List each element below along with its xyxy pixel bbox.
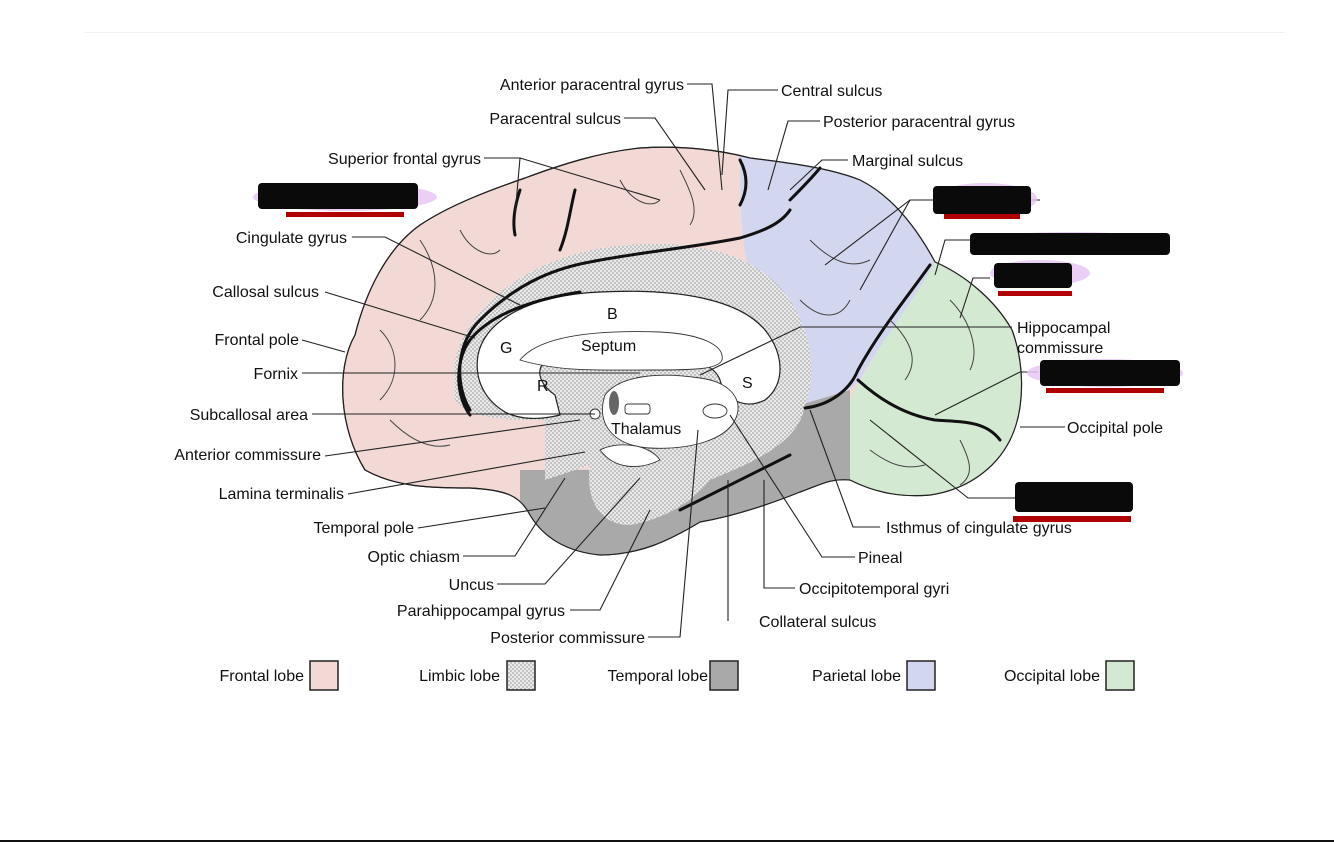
label-r: R (537, 378, 549, 395)
corpus-callosum (476, 290, 781, 467)
legend-label-parietal-lobe: Parietal lobe (812, 668, 901, 685)
collateral-sulcus-line (678, 453, 792, 512)
label-hippocampal-commissure-line1: Hippocampal (1017, 320, 1110, 337)
pineal-mark (702, 403, 728, 419)
label-superior-frontal-gyrus: Superior frontal gyrus (328, 151, 481, 168)
label-marginal-sulcus: Marginal sulcus (852, 153, 963, 170)
label-lamina-terminalis: Lamina terminalis (219, 486, 344, 503)
callosal-sulcus-line (457, 290, 582, 417)
label-frontal-pole: Frontal pole (215, 332, 300, 349)
label-thalamus: Thalamus (611, 421, 681, 438)
label-b: B (607, 306, 618, 323)
brainstem-mark (599, 444, 661, 467)
label-callosal-sulcus: Callosal sulcus (212, 284, 319, 301)
calcarine-sulcus-line (856, 378, 1002, 442)
paracentral-sulcus-line (558, 188, 577, 252)
label-anterior-commissure: Anterior commissure (174, 447, 321, 464)
label-g: G (500, 340, 512, 357)
sulci (457, 158, 1002, 512)
label-pineal: Pineal (858, 550, 902, 567)
label-hippocampal-commissure-line2: commissure (1017, 340, 1103, 357)
legend-label-frontal-lobe: Frontal lobe (220, 668, 305, 685)
label-subcallosal-area: Subcallosal area (190, 407, 308, 424)
legend-swatch-limbic-lobe (506, 660, 536, 691)
leader-lines (301, 83, 1065, 638)
label-parahippocampal-gyrus: Parahippocampal gyrus (397, 603, 565, 620)
redaction-box (970, 233, 1170, 255)
redaction-box (1015, 482, 1133, 512)
label-cingulate-gyrus: Cingulate gyrus (236, 230, 347, 247)
label-s: S (742, 375, 753, 392)
legend: Frontal lobe Limbic lobe Temporal lobe P… (220, 660, 1135, 691)
redaction-underline (1046, 388, 1164, 393)
bottom-rule (0, 840, 1334, 842)
label-septum: Septum (581, 338, 636, 355)
redaction-box (258, 183, 418, 209)
redaction-box (994, 263, 1072, 288)
fornix-dark-mark (609, 391, 619, 415)
label-posterior-commissure: Posterior commissure (490, 630, 645, 647)
labels: Anterior paracentral gyrus Central sulcu… (174, 77, 1163, 647)
label-collateral-sulcus: Collateral sulcus (759, 614, 876, 631)
redacted-labels (253, 183, 1183, 522)
redaction-box (933, 186, 1031, 214)
label-central-sulcus: Central sulcus (781, 83, 882, 100)
label-paracentral-sulcus: Paracentral sulcus (489, 111, 621, 128)
label-anterior-paracentral-gyrus: Anterior paracentral gyrus (500, 77, 684, 94)
central-sulcus-line (738, 158, 748, 207)
label-optic-chiasm: Optic chiasm (368, 549, 460, 566)
redaction-underline (286, 212, 404, 217)
redaction-box (1040, 360, 1180, 386)
legend-swatch-parietal-lobe (906, 660, 936, 691)
occipital-lobe-region (850, 262, 1022, 510)
label-fornix: Fornix (254, 366, 298, 383)
label-isthmus-of-cingulate-gyrus: Isthmus of cingulate gyrus (886, 520, 1072, 537)
label-occipitotemporal-gyri: Occipitotemporal gyri (799, 581, 949, 598)
thalamus-area (602, 374, 739, 449)
legend-label-limbic-lobe: Limbic lobe (419, 668, 500, 685)
redaction-underline (944, 214, 1020, 219)
redaction-underline (1013, 516, 1131, 522)
septum-area (519, 331, 723, 371)
legend-swatch-occipital-lobe (1105, 660, 1135, 691)
legend-label-temporal-lobe: Temporal lobe (608, 668, 709, 685)
label-temporal-pole: Temporal pole (314, 520, 415, 537)
callosum-body (476, 290, 781, 419)
redaction-underline (998, 291, 1072, 296)
label-occipital-pole: Occipital pole (1067, 420, 1163, 437)
gyral-details (379, 169, 975, 486)
legend-swatch-temporal-lobe (709, 660, 739, 691)
top-rule (85, 32, 1285, 33)
parieto-occipital-sulcus-line (803, 263, 932, 410)
interthalamic-mark (624, 403, 651, 415)
label-posterior-paracentral-gyrus: Posterior paracentral gyrus (823, 114, 1015, 131)
cingulate-sulcus-line (458, 208, 792, 412)
legend-label-occipital-lobe: Occipital lobe (1004, 668, 1100, 685)
label-uncus: Uncus (449, 577, 494, 594)
marginal-sulcus-line (788, 166, 822, 202)
frontal-sulcus-line (512, 188, 522, 237)
legend-swatch-frontal-lobe (309, 660, 339, 691)
